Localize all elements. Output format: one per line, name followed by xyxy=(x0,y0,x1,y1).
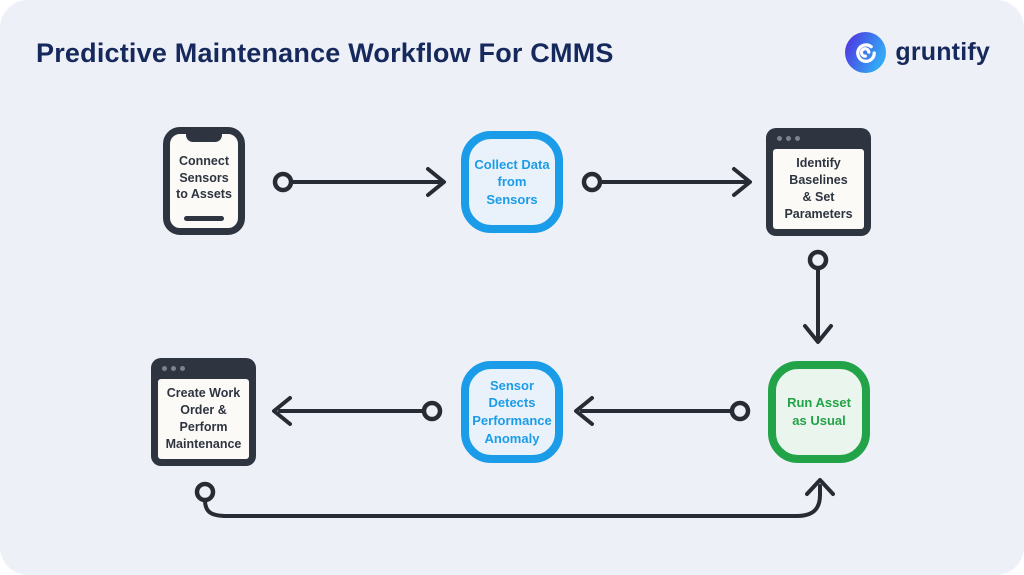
node-sensor-detects: Sensor Detects Performance Anomaly xyxy=(461,361,563,463)
arrow-connect-to-collect xyxy=(272,167,446,197)
node-collect-data: Collect Data from Sensors xyxy=(461,131,563,233)
node-label: Create Work Order & Perform Maintenance xyxy=(165,386,242,451)
phone-notch xyxy=(186,133,222,142)
node-label: Sensor Detects Performance Anomaly xyxy=(472,377,552,446)
node-connect-sensors phone-icon: Connect Sensors to Assets xyxy=(163,127,245,235)
arrow-sensor-to-create xyxy=(272,396,443,426)
phone-home-bar xyxy=(184,216,224,221)
arrow-create-to-run-loop xyxy=(194,478,835,518)
arrow-run-to-sensor xyxy=(574,396,751,426)
node-label: Run Asset as Usual xyxy=(787,395,851,428)
arrow-identify-to-run xyxy=(803,249,833,344)
gruntify-logo: gruntify xyxy=(845,32,990,73)
node-identify-baselines browser-window-icon: Identify Baselines & Set Parameters xyxy=(766,128,871,236)
node-create-work-order browser-window-icon: Create Work Order & Perform Maintenance xyxy=(151,358,256,466)
browser-screen: Create Work Order & Perform Maintenance xyxy=(158,379,249,459)
node-label: Identify Baselines & Set Parameters xyxy=(784,156,853,221)
node-label: Connect Sensors to Assets xyxy=(176,153,232,202)
gruntify-logo-icon xyxy=(845,32,887,73)
page-title: Predictive Maintenance Workflow For CMMS xyxy=(36,38,614,68)
node-label: Collect Data from Sensors xyxy=(474,156,550,207)
browser-screen: Identify Baselines & Set Parameters xyxy=(773,149,864,229)
node-run-asset: Run Asset as Usual xyxy=(768,361,870,463)
gruntify-logo-text: gruntify xyxy=(895,38,990,66)
browser-dots-icon xyxy=(777,136,800,141)
arrow-collect-to-identify xyxy=(581,167,752,197)
browser-dots-icon xyxy=(162,366,185,371)
